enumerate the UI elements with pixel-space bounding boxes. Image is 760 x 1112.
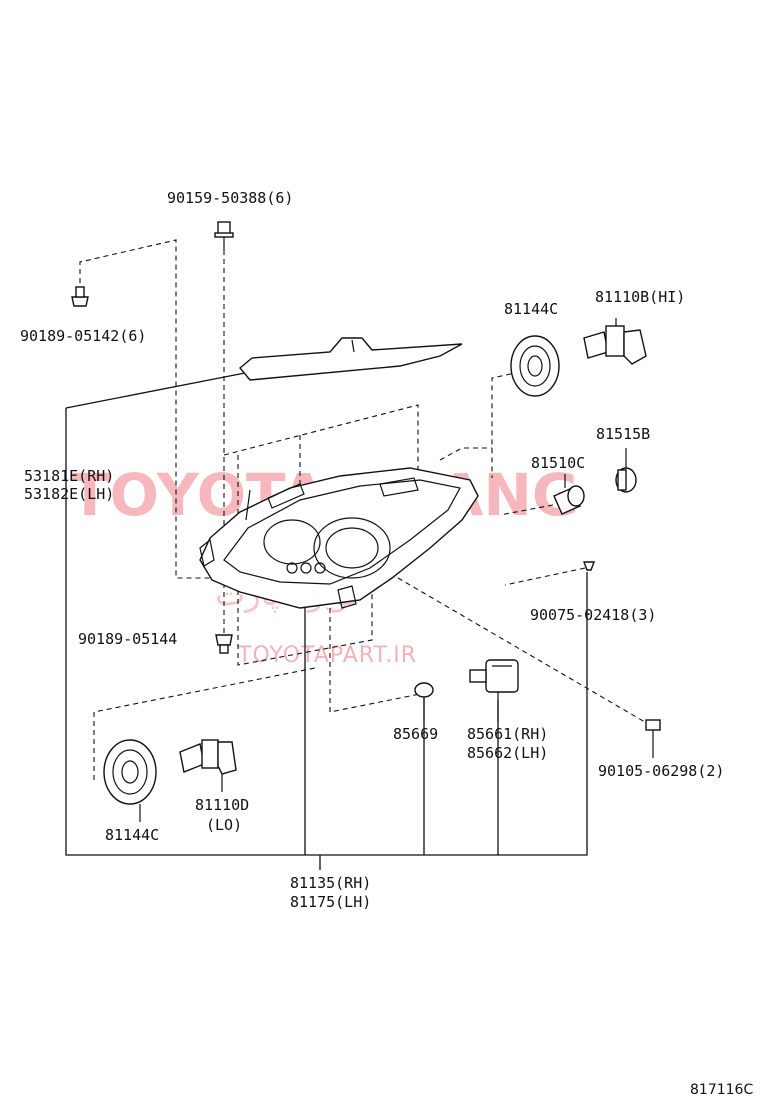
- label-screw-right: 90075-02418(3): [530, 606, 656, 624]
- headlamp-housing: [199, 467, 479, 609]
- label-bolt-top: 90159-50388(6): [167, 189, 293, 207]
- label-socket-top: 81144C: [504, 300, 558, 318]
- label-bulb-small: 81515B: [596, 425, 650, 443]
- dashed-leaders: [79, 239, 651, 780]
- bulb-lo-icon: [179, 739, 237, 792]
- watermark-site: TOYOTAPART.IR: [237, 643, 417, 668]
- label-panel-lh: 53182E(LH): [24, 485, 114, 503]
- headlamp-trim-panel: [239, 337, 463, 381]
- bulb-wedge-icon: [553, 474, 585, 515]
- label-clip-left: 90189-05142(6): [20, 327, 146, 345]
- oring-icon: [414, 682, 434, 722]
- clip-left-icon: [71, 286, 89, 307]
- label-assy-lh: 81175(LH): [290, 893, 371, 911]
- clip-bottom-icon: [215, 634, 233, 654]
- bolt-top-icon: [214, 221, 234, 250]
- bulb-hi-icon: [583, 318, 647, 365]
- label-actuator-rh: 85661(RH): [467, 725, 548, 743]
- label-actuator-lh: 85662(LH): [467, 744, 548, 762]
- screw-right-icon: [582, 561, 596, 571]
- socket-top-icon: [510, 335, 560, 397]
- label-bulb-lo: 81110D: [195, 796, 249, 814]
- label-bulb-wedge: 81510C: [531, 454, 585, 472]
- label-socket-bottom: 81144C: [105, 826, 159, 844]
- socket-bottom-icon: [103, 739, 157, 822]
- label-clip-bottom: 90189-05144: [78, 630, 177, 648]
- bolt-right-icon: [645, 719, 661, 758]
- bulb-small-icon: [615, 448, 637, 493]
- label-panel-rh: 53181E(RH): [24, 467, 114, 485]
- reference-code: 817116C: [690, 1082, 753, 1098]
- label-bulb-lo-note: (LO): [206, 816, 242, 834]
- actuator-icon: [469, 659, 519, 722]
- label-assy-rh: 81135(RH): [290, 874, 371, 892]
- label-bolt-right: 90105-06298(2): [598, 762, 724, 780]
- label-oring: 85669: [393, 725, 438, 743]
- label-bulb-hi: 81110B(HI): [595, 288, 685, 306]
